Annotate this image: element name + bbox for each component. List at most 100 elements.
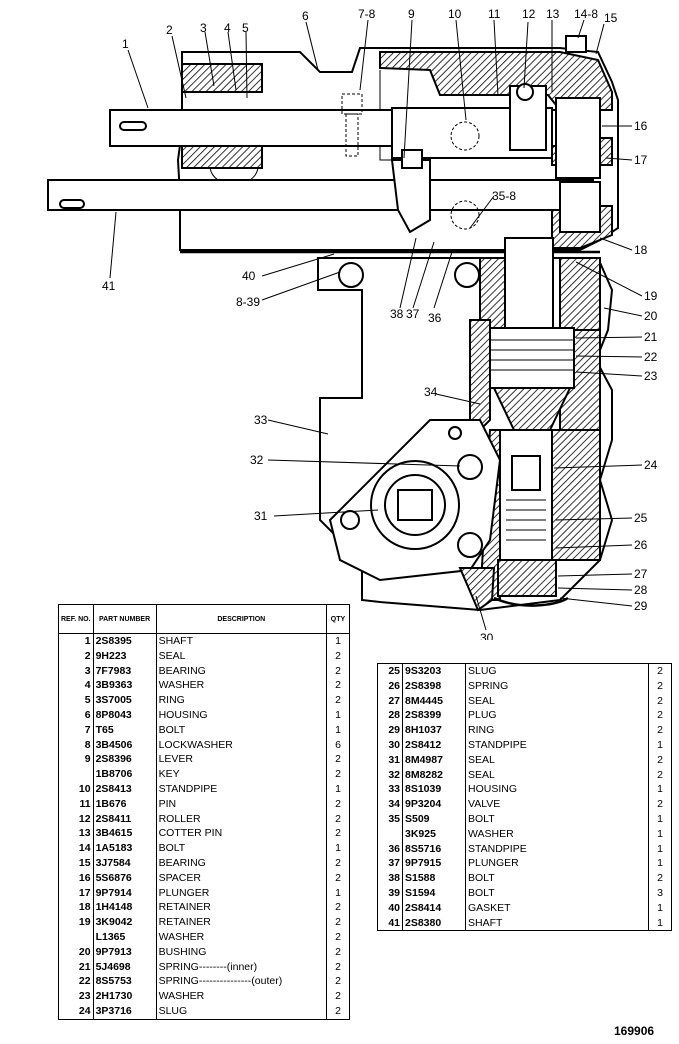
quantity: 2 [648,708,672,724]
callout-11: 11 [488,7,501,21]
callout-29: 29 [634,599,648,613]
ref-number [378,827,403,842]
quantity: 2 [648,678,672,694]
description: SLUG [465,663,649,679]
callout-40: 40 [242,269,256,283]
part-number: 3B9363 [92,678,157,694]
ref-number: 5 [84,694,91,707]
description: BOLT [155,841,327,856]
callout-10: 10 [448,7,462,21]
part-number: S1588 [402,871,466,886]
part-number: 8S5716 [402,841,466,857]
quantity: 2 [326,752,350,768]
callout-16: 16 [634,119,648,133]
part-number: 1A5183 [92,841,157,856]
part-number: 2S8396 [92,752,157,768]
callout-27: 27 [634,567,648,581]
description: WASHER [155,678,327,694]
ref-number: 28 [388,709,400,722]
quantity: 1 [326,707,350,723]
part-number: 2S8412 [402,737,466,753]
lower-shaft [47,179,594,211]
part-number: 3B4506 [92,737,157,753]
ref-number: 18 [78,901,91,914]
description: SPRING--------(inner) [155,959,327,975]
part-number: 8M8282 [402,767,466,783]
ref-number: 32 [388,768,400,781]
ref-number: 12 [78,812,91,825]
description: HOUSING [155,707,327,723]
description: PIN [155,796,327,812]
description: SPRING---------------(outer) [155,974,327,990]
quantity: 2 [326,900,350,916]
description: SHAFT [465,915,649,931]
ref-number: 1 [84,635,91,647]
quantity: 1 [648,826,672,842]
quantity: 2 [326,974,350,990]
quantity: 2 [648,752,672,768]
figure-number: 169906 [614,1024,655,1038]
description: SEAL [465,767,649,783]
description: GASKET [465,900,649,916]
ref-number: 34 [388,798,400,811]
description: RETAINER [155,915,327,930]
part-number: S1594 [402,885,466,901]
callout-5: 5 [242,21,249,35]
description: ROLLER [155,811,327,827]
callout-30: 30 [480,631,494,640]
ref-number: 16 [78,871,91,884]
callout-35-8: 35-8 [492,189,516,203]
part-number: L1365 [92,929,157,945]
ref-number: 26 [388,679,400,692]
header-ref: REF. NO. [58,604,94,634]
ref-number: 29 [388,724,400,737]
ref-number: 14 [78,842,91,855]
ref-number: 22 [78,975,91,988]
bolt-14 [565,35,587,53]
ref-number: 39 [388,886,400,899]
quantity: 2 [648,693,672,709]
callout-2: 2 [166,23,173,37]
quantity: 2 [326,1003,350,1020]
part-number: 7F7983 [92,663,157,679]
part-number: 8P8043 [92,707,157,723]
ref-number: 30 [388,738,400,751]
ref-number: 9 [84,753,91,766]
ref-number: 40 [388,901,400,914]
description: RING [155,693,327,708]
part-number: 9P7914 [92,885,157,901]
quantity: 2 [326,663,350,679]
quantity: 1 [648,915,672,931]
description: LOCKWASHER [155,737,327,753]
quantity: 2 [326,915,350,930]
quantity: 1 [648,856,672,872]
quantity: 2 [326,929,350,945]
part-number: 8S1039 [402,782,466,798]
quantity: 2 [648,797,672,812]
quantity: 2 [648,663,672,679]
callout-41: 41 [102,279,116,293]
ref-number: 19 [78,916,91,929]
callout-21: 21 [644,330,658,344]
callout-34: 34 [424,385,438,399]
ref-number: 36 [388,842,400,855]
description: PLUNGER [465,856,649,872]
table-header-row: REF. NO. PART NUMBER DESCRIPTION QTY [58,604,350,634]
quantity: 2 [648,767,672,783]
callout-17: 17 [634,153,648,167]
